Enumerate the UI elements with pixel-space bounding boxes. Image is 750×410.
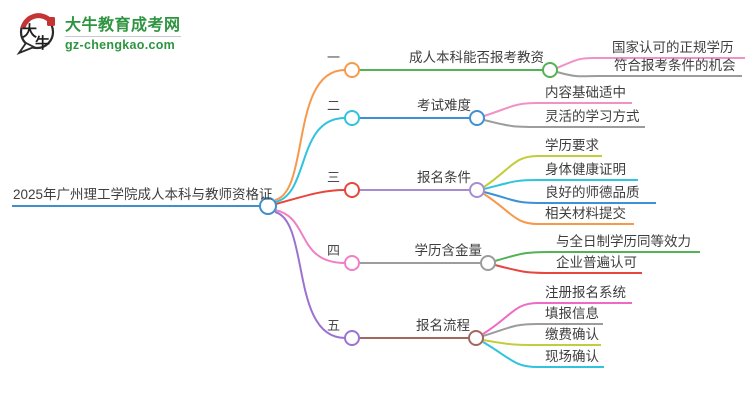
branch-2-leaf-2-line — [483, 119, 645, 128]
branch-5-stem-line — [274, 211, 346, 339]
branch-5-leaf-3[interactable]: 缴费确认 — [545, 327, 599, 342]
branch-1-topic-node[interactable]: 成人本科能否报考教资 — [409, 50, 544, 65]
branch-3-topic-circle — [469, 182, 485, 198]
branch-3-leaf-1-line — [483, 155, 602, 188]
branch-5-leaf-1-line — [482, 302, 632, 335]
branch-4-stem-line — [274, 209, 346, 264]
site-domain: gz-chengkao.com — [65, 38, 176, 53]
branch-1-leaf-2-line — [556, 71, 742, 78]
branch-2-topic-circle — [469, 110, 485, 126]
branch-3-topic-node[interactable]: 报名条件 — [417, 170, 471, 185]
branch-3-leaf-2-line — [483, 179, 638, 190]
branch-5-leaf-1[interactable]: 注册报名系统 — [545, 285, 626, 300]
branch-1-topic-circle — [542, 62, 558, 78]
branch-5-leaf-2-line — [482, 323, 603, 337]
branch-4-leaf-1[interactable]: 与全日制学历同等效力 — [556, 234, 691, 249]
central-hub-circle — [259, 197, 277, 215]
logo-red-seal — [47, 17, 55, 26]
logo-divider — [65, 36, 181, 38]
branch-1-leaf-2[interactable]: 符合报考条件的机会 — [614, 58, 736, 73]
branch-3-leaf-3-line — [483, 191, 656, 204]
branch-4-topic-node[interactable]: 学历含金量 — [414, 243, 483, 258]
branch-5-topic-circle — [468, 330, 484, 346]
branch-3-leaf-1[interactable]: 学历要求 — [545, 138, 599, 153]
branch-2-number-node[interactable]: 二 — [327, 98, 341, 113]
branch-5-leaf-3-line — [482, 339, 601, 346]
branch-5-leaf-4[interactable]: 现场确认 — [545, 349, 599, 364]
branch-2-leaf-1[interactable]: 内容基础适中 — [545, 85, 626, 100]
branch-4-number-node[interactable]: 四 — [327, 243, 341, 258]
branch-2-topic-node[interactable]: 考试难度 — [417, 98, 471, 113]
central-topic-node[interactable]: 2025年广州理工学院成人本科与教师资格证 — [13, 187, 273, 202]
branch-2-leaf-1-line — [483, 102, 632, 117]
logo-char-da: 大 — [22, 22, 37, 40]
branch-1-number-circle — [344, 62, 360, 78]
branch-4-leaf-1-line — [494, 251, 700, 262]
branch-1-leaf-1[interactable]: 国家认可的正规学历 — [612, 40, 734, 55]
logo-char-niu: 牛 — [35, 34, 50, 52]
site-name: 大牛教育成考网 — [65, 16, 181, 34]
branch-2-number-circle — [344, 110, 360, 126]
branch-1-stem-line — [274, 69, 346, 201]
branch-3-stem-line — [275, 189, 346, 205]
branch-3-number-node[interactable]: 三 — [327, 170, 341, 185]
branch-4-number-circle — [344, 255, 360, 271]
branch-5-topic-node[interactable]: 报名流程 — [416, 318, 470, 333]
branch-3-leaf-2[interactable]: 身体健康证明 — [545, 162, 626, 177]
branch-5-number-circle — [344, 330, 360, 346]
branch-1-leaf-1-line — [556, 57, 745, 69]
logo-speech-tail — [16, 41, 37, 55]
branch-3-leaf-4-line — [483, 193, 634, 225]
branch-3-leaf-4[interactable]: 相关材料提交 — [545, 206, 626, 221]
branch-5-number-node[interactable]: 五 — [327, 318, 341, 333]
branch-1-number-node[interactable]: 一 — [327, 50, 341, 65]
branch-4-leaf-2-line — [494, 264, 642, 274]
daniu-logo-icon: 大 牛 — [16, 13, 55, 55]
branch-4-topic-circle — [480, 255, 496, 271]
branch-2-stem-line — [274, 117, 346, 203]
branch-4-leaf-2[interactable]: 企业普遍认可 — [556, 255, 637, 270]
branch-5-leaf-2[interactable]: 填报信息 — [545, 306, 599, 321]
branch-3-number-circle — [344, 182, 360, 198]
branch-5-leaf-4-line — [482, 341, 604, 368]
site-logo: 大 牛 大牛教育成考网 gz-chengkao.com — [14, 10, 181, 60]
branch-2-leaf-2[interactable]: 灵活的学习方式 — [545, 109, 640, 124]
branch-3-leaf-3[interactable]: 良好的师德品质 — [545, 185, 640, 200]
